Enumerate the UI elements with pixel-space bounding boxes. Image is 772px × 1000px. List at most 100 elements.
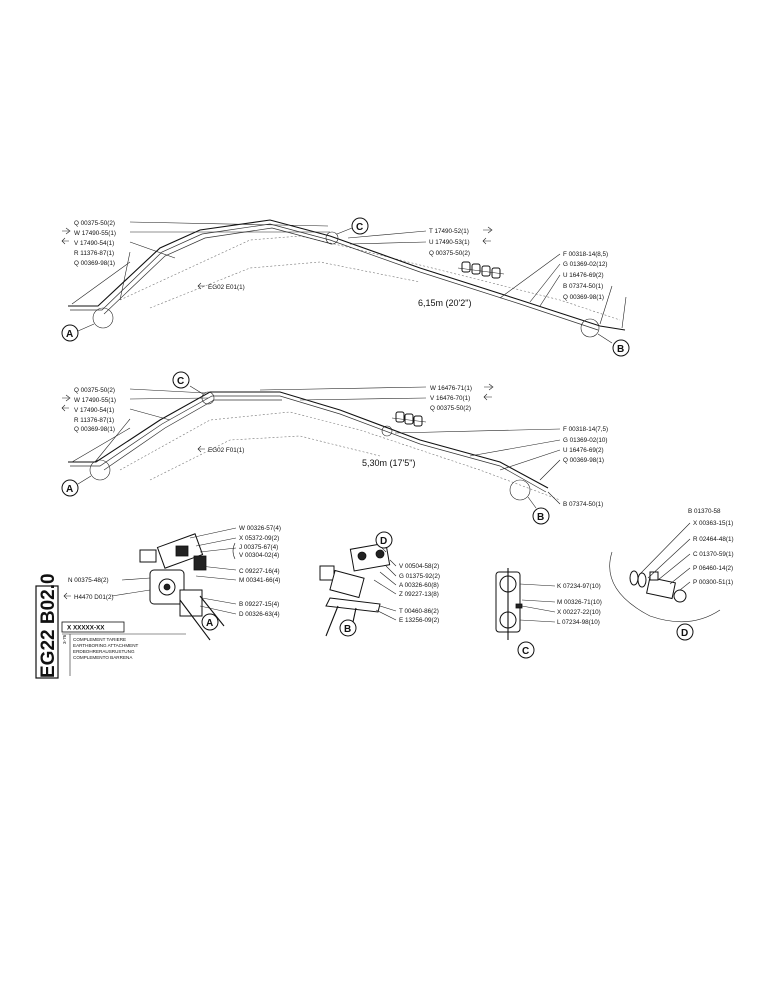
v2-label-right-2: U 16476-69(2) — [563, 447, 604, 454]
svg-text:B: B — [537, 512, 544, 523]
v2-length: 5,30m (17'5") — [362, 458, 415, 468]
fitting-icon — [391, 411, 427, 427]
arrow-right-icon — [62, 227, 71, 235]
callout-b — [532, 507, 550, 525]
detail-b-label-3: Z 09227-13(8) — [399, 591, 439, 598]
v2-label-mid-0: W 16476-71(1) — [430, 385, 472, 392]
callout-d — [375, 531, 393, 549]
clamp-icon — [495, 568, 523, 640]
callout-a — [61, 324, 79, 342]
title-line-0: COMPLEMENT TARIERE — [73, 637, 126, 642]
detail-a-label-5: M 00341-66(4) — [239, 577, 280, 584]
arrow-left-icon — [61, 404, 69, 412]
callout-b — [339, 619, 357, 637]
v1-label-mid-0: T 17490-52(1) — [429, 228, 469, 235]
v2-label-right-3: Q 00369-98(1) — [563, 457, 604, 464]
callout-c — [517, 641, 535, 659]
v1-label-left-1: W 17490-55(1) — [74, 230, 116, 237]
coupler-icon — [629, 570, 687, 603]
detail-a-label-0: W 00326-57(4) — [239, 525, 281, 532]
title-line-3: COMPLEMENTO BARRENA — [73, 655, 133, 660]
detail-c-label-3: L 07234-98(10) — [557, 619, 600, 626]
svg-text:C: C — [522, 646, 529, 657]
v1-label-left-3: R 11376-87(1) — [74, 250, 114, 257]
detail-a-label-1: X 05372-09(2) — [239, 535, 279, 542]
detail-d-header: B 01370-58 — [688, 508, 721, 515]
svg-text:B: B — [617, 344, 624, 355]
detail-b-label-4: T 00460-86(2) — [399, 608, 439, 615]
valve-block-icon — [139, 533, 225, 641]
v2-label-left-2: V 17490-54(1) — [74, 407, 114, 414]
title-line-1: EARTHBORING ATTACHMENT — [73, 643, 139, 648]
svg-text:C: C — [177, 376, 184, 387]
arrow-left-icon — [482, 237, 491, 245]
detail-c-label-1: M 00326-71(10) — [557, 599, 602, 606]
title-line-2: ERDBOHRERAUSRUSTUNG — [73, 649, 135, 654]
svg-text:D: D — [380, 536, 387, 547]
v1-label-left-0: Q 00375-50(2) — [74, 220, 115, 227]
v2-label-mid-1: V 16476-70(1) — [430, 395, 470, 402]
view1-left-leaders — [71, 221, 330, 305]
v1-label-right-0: F 00318-14(8,5) — [563, 251, 608, 258]
v1-label-mid-2: Q 00375-50(2) — [429, 250, 470, 257]
detail-d-label-4: P 00300-51(1) — [693, 579, 733, 586]
title-block: EG22 B02.0 X XXXXX-XX 3-76 COMPLEMENT TA… — [35, 573, 186, 679]
detail-b: D V 00504-58(2) G 01375-92(2) A 00326-60… — [319, 531, 440, 637]
detail-a-left-1: H4470 D01(2) — [74, 594, 114, 601]
svg-text:A: A — [66, 484, 73, 495]
arrow-right-icon — [62, 394, 71, 402]
svg-text:C: C — [356, 222, 363, 233]
callout-a — [61, 479, 79, 497]
detail-a-left-0: N 00375-48(2) — [68, 577, 109, 584]
svg-text:A: A — [66, 329, 73, 340]
v2-label-right-1: G 01369-02(10) — [563, 437, 607, 444]
detail-a-label-2: J 00375-67(4) — [239, 544, 278, 551]
detail-c-label-2: X 00227-22(10) — [557, 609, 601, 616]
svg-text:B: B — [344, 624, 351, 635]
arrow-right-icon — [484, 383, 494, 391]
v2-label-right-0: F 00318-14(7,5) — [563, 426, 608, 433]
v1-label-right-1: G 01369-02(12) — [563, 261, 607, 268]
v2-label-left-0: Q 00375-50(2) — [74, 387, 115, 394]
arrow-left-icon — [197, 445, 205, 453]
detail-d-label-1: R 02464-48(1) — [693, 536, 734, 543]
title-page-ref: 3-76 — [62, 634, 67, 644]
view-2: Q 00375-50(2) W 17490-55(1) V 17490-54(1… — [61, 371, 608, 525]
detail-c-label-0: K 07234-97(10) — [557, 583, 601, 590]
callout-c — [172, 371, 190, 389]
detail-b-label-5: E 13256-09(2) — [399, 617, 439, 624]
arrow-left-icon — [483, 393, 492, 401]
detail-b-label-2: A 00326-60(8) — [399, 582, 439, 589]
title-code: X XXXXX-XX — [67, 625, 105, 632]
v2-label-left-3: R 11376-87(1) — [74, 417, 114, 424]
view-1: Q 00375-50(2) W 17490-55(1) V 17490-54(1… — [61, 217, 630, 357]
svg-text:D: D — [681, 628, 688, 639]
svg-text:A: A — [206, 618, 213, 629]
view2-left-leaders — [71, 388, 209, 463]
fitting-icon — [457, 261, 505, 279]
v2-label-bottom: B 07374-50(1) — [563, 501, 603, 508]
v1-ref: EG02 E01(1) — [208, 284, 245, 291]
detail-c: K 07234-97(10) M 00326-71(10) X 00227-22… — [495, 568, 602, 659]
callout-b — [612, 339, 630, 357]
v1-label-left-2: V 17490-54(1) — [74, 240, 114, 247]
arrow-left-icon — [63, 592, 71, 600]
v1-label-right-2: U 16476-69(2) — [563, 272, 604, 279]
arrow-left-icon — [61, 237, 69, 245]
v1-label-right-4: Q 00369-98(1) — [563, 294, 604, 301]
detail-a: W 00326-57(4) X 05372-09(2) J 00375-67(4… — [63, 525, 281, 641]
detail-a-label-7: D 00326-63(4) — [239, 611, 280, 618]
detail-a-label-4: C 09227-16(4) — [239, 568, 280, 575]
v1-label-left-4: Q 00369-98(1) — [74, 260, 115, 267]
callout-a — [201, 613, 219, 631]
v1-label-mid-1: U 17490-53(1) — [429, 239, 470, 246]
v2-label-mid-2: Q 00375-50(2) — [430, 405, 471, 412]
detail-a-label-6: B 09227-15(4) — [239, 601, 279, 608]
detail-d-label-0: X 00363-15(1) — [693, 520, 733, 527]
detail-a-label-3: V 00304-02(4) — [239, 552, 279, 559]
detail-d-label-2: C 01370-59(1) — [693, 551, 734, 558]
v1-length: 6,15m (20'2") — [418, 298, 471, 308]
detail-d: B 01370-58 X 00363-15(1) R 02464-48(1) C… — [609, 508, 734, 641]
bracket-icon — [319, 542, 391, 637]
